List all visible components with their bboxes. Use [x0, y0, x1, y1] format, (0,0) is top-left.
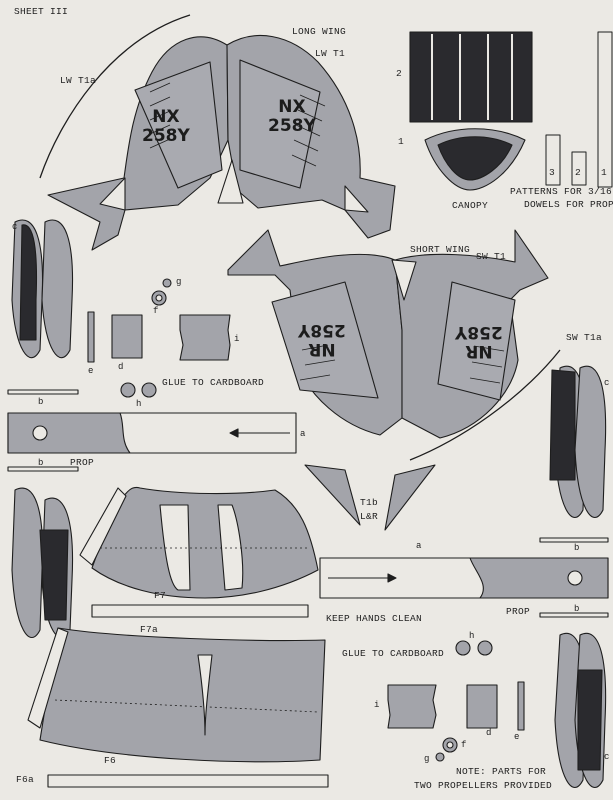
long-wing-heading: LONG WING [292, 26, 347, 37]
part-c-letter-3: c [604, 752, 610, 762]
part-f-letter-2: f [461, 740, 467, 750]
sheet-title: SHEET III [14, 6, 69, 17]
part-c-letter-2: c [604, 378, 610, 388]
part-a-letter-2: a [416, 541, 422, 551]
tail-label-line-2: L&R [360, 511, 379, 522]
prop-blade-c-left [11, 219, 74, 359]
part-b-letter-4: b [574, 604, 580, 614]
short-wing-part-right-label: SW T1 [476, 251, 507, 262]
part-e-letter-2: e [514, 732, 520, 742]
part-b-letter-3: b [574, 543, 580, 553]
glue-note-1: GLUE TO CARDBOARD [162, 377, 265, 388]
fuselage-f7-tab [79, 487, 127, 566]
parts-note-line-2: TWO PROPELLERS PROVIDED [414, 780, 553, 791]
prop-label-1: PROP [70, 457, 95, 468]
part-b-letter-1: b [38, 397, 44, 407]
fuselage-f6-tab [27, 627, 69, 729]
fuselage-f7-part [91, 486, 319, 599]
part-h-letter-2: h [469, 631, 475, 641]
part-2-number: 2 [396, 68, 403, 79]
registration-short-left: NR 258Y [298, 320, 346, 359]
tail-label-line-1: T1b [360, 497, 379, 508]
glue-note-2: GLUE TO CARDBOARD [342, 648, 445, 659]
part-f-letter-1: f [153, 306, 159, 316]
keep-hands-clean-note: KEEP HANDS CLEAN [326, 613, 423, 624]
part-e-letter-1: e [88, 366, 94, 376]
hub-parts-left [87, 278, 231, 398]
long-wing-part-left-label: LW T1a [60, 75, 97, 86]
part-c-letter-1: c [12, 222, 18, 232]
fuselage-f6a-label: F6a [16, 774, 35, 785]
fuselage-f6-label: F6 [104, 755, 117, 766]
dowel-pattern-2: 2 [575, 167, 582, 178]
prop-label-2: PROP [506, 606, 531, 617]
part-h-letter-1: h [136, 399, 142, 409]
canopy-strips-part [409, 31, 533, 123]
registration-long-right: NX 258Y [268, 97, 316, 136]
part-d-letter-1: d [118, 362, 124, 372]
prop-blade-c-left-2 [11, 487, 74, 639]
canopy-label: CANOPY [452, 200, 489, 211]
short-wing-part-left-label: SW T1a [566, 332, 603, 343]
registration-long-left: NX 258Y [142, 107, 190, 146]
fuselage-f7-label: F7 [154, 590, 167, 601]
parts-note-line-1: NOTE: PARTS FOR [456, 766, 547, 777]
prop-arm-a-left [7, 412, 297, 454]
fuselage-f7a-label: F7a [140, 624, 159, 635]
prop-blade-c-right [549, 365, 607, 518]
patterns-line-1: PATTERNS FOR 3/16 [510, 186, 613, 197]
part-d-letter-2: d [486, 728, 492, 738]
registration-short-right: NR 258Y [455, 322, 503, 361]
part-1-number: 1 [398, 136, 405, 147]
prop-blade-c-right-2 [554, 632, 607, 788]
short-wing-right-part [394, 229, 549, 439]
dowel-pattern-1: 1 [601, 167, 608, 178]
part-i-letter-2: i [374, 700, 380, 710]
patterns-line-2: DOWELS FOR PROP [524, 199, 613, 210]
part-b-letter-2: b [38, 458, 44, 468]
long-wing-part-right-label: LW T1 [315, 48, 346, 59]
dowel-pattern-3: 3 [549, 167, 556, 178]
dowel-patterns [545, 31, 613, 188]
short-wing-heading: SHORT WING [410, 244, 471, 255]
long-wing-right-part [226, 34, 396, 239]
part-g-letter-2: g [424, 754, 430, 764]
fuselage-f6-part [39, 627, 326, 763]
part-a-letter-1: a [300, 429, 306, 439]
short-wing-left-part [227, 229, 403, 436]
part-g-letter-1: g [176, 277, 182, 287]
canopy-part [424, 128, 526, 191]
prop-arm-a-right [319, 557, 609, 599]
part-i-letter-1: i [234, 334, 240, 344]
tail-piece-right [384, 464, 436, 531]
long-wing-left-part [47, 36, 229, 251]
tail-piece-left [304, 464, 361, 526]
hub-parts-right [387, 640, 525, 762]
